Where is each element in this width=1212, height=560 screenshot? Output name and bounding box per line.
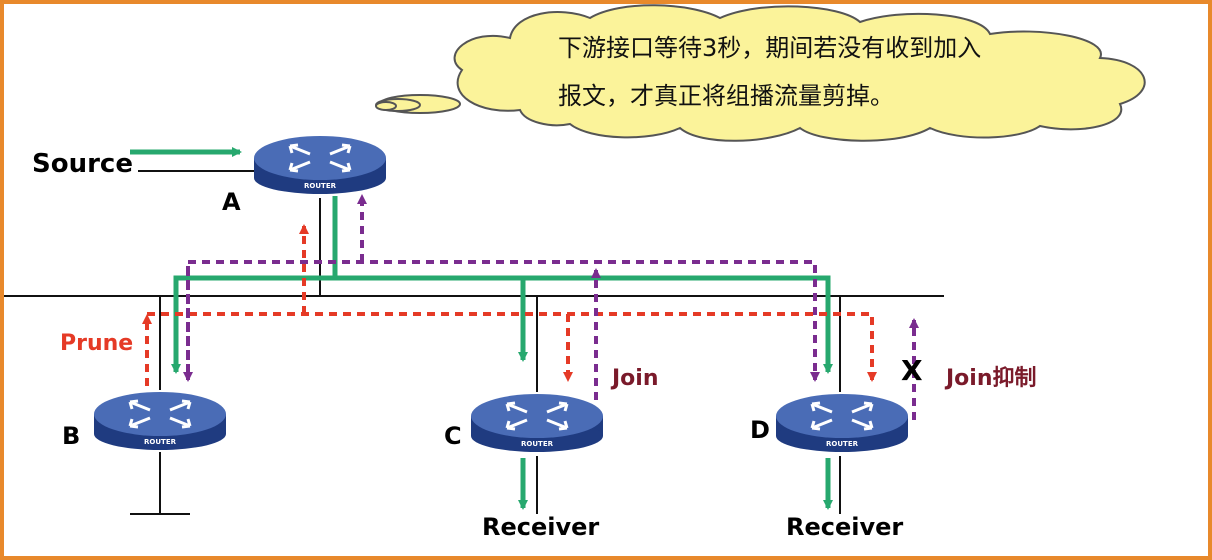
router-c: ROUTER <box>469 392 605 454</box>
router-b-badge: ROUTER <box>144 438 177 446</box>
router-b: ROUTER <box>92 390 228 452</box>
cloud-text-line-2: 报文，才真正将组播流量剪掉。 <box>558 82 894 110</box>
prune-path <box>142 224 877 386</box>
flow-to-d <box>335 275 833 374</box>
multicast-flow <box>130 147 833 510</box>
router-d-badge: ROUTER <box>826 440 859 448</box>
flow-to-b <box>171 196 338 374</box>
join-label: Join <box>610 366 659 391</box>
router-d-label: D <box>750 416 770 444</box>
x-mark: X <box>901 354 923 387</box>
router-b-label: B <box>62 422 80 450</box>
prune-label: Prune <box>60 331 133 356</box>
join-broadcast <box>186 260 820 382</box>
router-a: ROUTER <box>252 134 388 196</box>
prune-to-d <box>147 312 877 382</box>
receiver-c-label: Receiver <box>482 513 599 541</box>
router-c-badge: ROUTER <box>521 440 554 448</box>
network-wires <box>4 170 944 515</box>
join-suppress-label: Join抑制 <box>944 366 1037 391</box>
receiver-d-label: Receiver <box>786 513 903 541</box>
thought-cloud: 下游接口等待3秒，期间若没有收到加入 报文，才真正将组播流量剪掉。 <box>375 4 1146 142</box>
source-label: Source <box>32 149 133 179</box>
join-path <box>183 194 919 420</box>
network-diagram: 下游接口等待3秒，期间若没有收到加入 报文，才真正将组播流量剪掉。 <box>4 4 1146 541</box>
router-a-label: A <box>222 188 241 216</box>
router-c-label: C <box>444 422 462 450</box>
router-d: ROUTER <box>774 392 910 454</box>
router-a-badge: ROUTER <box>304 182 337 190</box>
cloud-text-line-1: 下游接口等待3秒，期间若没有收到加入 <box>558 34 981 62</box>
